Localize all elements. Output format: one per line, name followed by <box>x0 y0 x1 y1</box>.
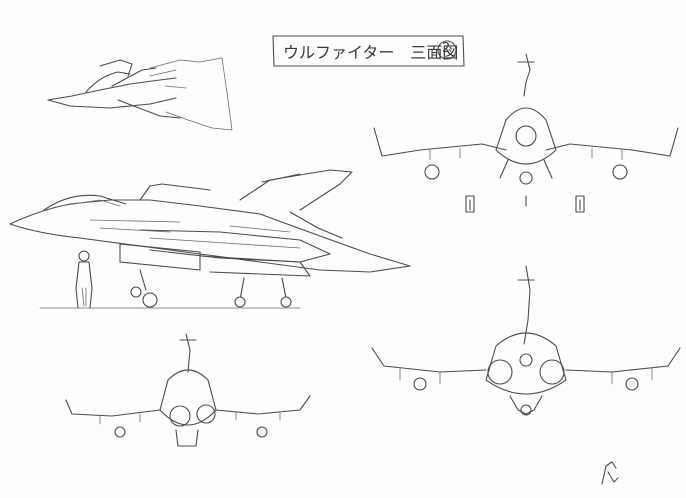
page-number: 2 <box>442 41 451 56</box>
title-frame <box>272 35 465 67</box>
front-view-in-flight <box>371 265 681 416</box>
signature-mark-icon <box>598 458 622 492</box>
side-view <box>9 169 411 309</box>
front-view-gear-down <box>373 53 679 213</box>
perspective-sketch <box>47 57 233 131</box>
pilot-figure-icon <box>75 250 93 309</box>
sheet-title: ウルファイター 三面図 <box>283 43 459 62</box>
title-box: ウルファイター 三面図 2 <box>271 34 466 68</box>
rear-view <box>65 333 311 447</box>
